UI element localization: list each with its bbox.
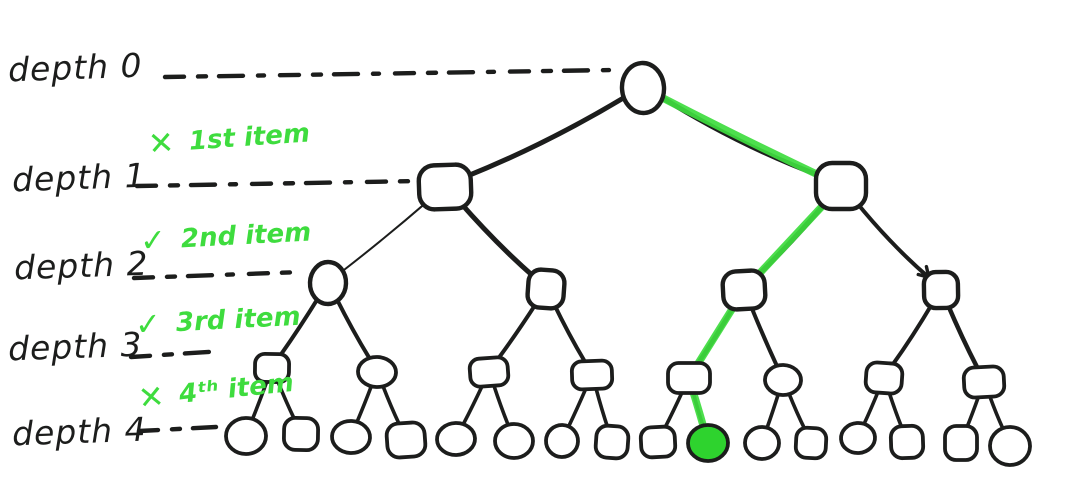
tree-node-d4-26	[793, 425, 829, 461]
depth-label-1: depth 1	[11, 155, 148, 200]
tree-node-d4-29	[943, 424, 979, 462]
tree-node-d3-7	[253, 351, 291, 385]
tree-node-d2-6	[921, 269, 961, 311]
tree-node-d4-20	[493, 422, 535, 460]
tree-edge	[945, 301, 980, 370]
tree-edge	[886, 389, 904, 430]
depth-guide-line-4	[136, 424, 219, 434]
tree-edge	[380, 383, 402, 427]
tree-edge	[862, 389, 881, 426]
tree-node-d3-12	[763, 363, 803, 397]
tree-edge	[462, 94, 629, 180]
tree-edge	[333, 295, 372, 360]
tree-node-d1-2	[813, 160, 869, 212]
tree-edge	[456, 198, 537, 280]
tree-node-d3-13	[863, 360, 905, 396]
depth-label-3: depth 3	[7, 324, 144, 369]
depth-label-0: depth 0	[7, 45, 144, 90]
depth-label-2: depth 2	[13, 243, 150, 288]
tree-node-d3-14	[961, 364, 1007, 400]
tree-edge	[987, 393, 1005, 431]
depth-guide-line-1	[134, 178, 423, 189]
tree-edge	[278, 294, 321, 358]
tree-node-d4-23	[638, 424, 678, 460]
tree-edge	[461, 382, 485, 426]
tree-edge	[748, 303, 779, 368]
tree-edge	[491, 383, 510, 427]
tree-node-d3-9	[467, 355, 511, 389]
tree-node-d4-28	[888, 423, 926, 461]
tree-node-d4-15	[224, 416, 268, 456]
tree-node-d4-22	[593, 423, 631, 461]
tree-node-d3-11	[666, 361, 712, 395]
annotation-text-3rd: 3rd item	[175, 301, 302, 339]
depth-guide-line-2	[131, 269, 305, 281]
check-mark-icon: ✓	[139, 222, 167, 260]
tree-edge	[355, 383, 374, 424]
tree-edge	[551, 300, 587, 363]
tree-node-d2-4	[525, 267, 567, 311]
depth-label-4: depth 4	[11, 409, 148, 454]
tree-node-d4-19	[435, 421, 477, 457]
tree-edge	[964, 394, 981, 431]
depth-guide-line-0	[162, 67, 615, 80]
tree-node-d2-3	[307, 259, 349, 307]
tree-node-d1-1	[416, 162, 474, 212]
search-path-segment	[650, 89, 833, 184]
tree-edge	[765, 391, 781, 430]
tree-edge	[853, 198, 932, 281]
tree-edge	[566, 386, 588, 429]
tree-edge	[890, 300, 935, 367]
check-mark-icon: ✓	[134, 306, 162, 344]
x-mark-icon: ✕	[136, 378, 167, 418]
tree-node-d0-0	[619, 60, 667, 116]
x-mark-icon: ✕	[146, 124, 176, 163]
tree-node-d4-30	[988, 425, 1032, 467]
tree-node-d4-27	[839, 421, 877, 455]
highlighted-leaf-node	[686, 423, 730, 463]
search-path-segment	[747, 191, 836, 286]
tree-edge	[341, 198, 431, 273]
tree-edge	[662, 389, 685, 431]
tree-edge	[495, 299, 540, 362]
tree-node-d4-21	[544, 423, 580, 459]
tree-node-d4-18	[384, 420, 428, 460]
tree-node-d3-8	[356, 355, 398, 389]
tree-node-d3-10	[569, 358, 615, 392]
tree-node-d2-5	[720, 268, 768, 312]
tree-edge	[786, 391, 808, 432]
tree-edge	[594, 387, 610, 430]
depth-guide-line-3	[128, 348, 226, 360]
tree-node-d4-17	[330, 419, 372, 455]
tree-node-d4-25	[743, 425, 781, 461]
tree-node-d4-16	[282, 415, 320, 453]
